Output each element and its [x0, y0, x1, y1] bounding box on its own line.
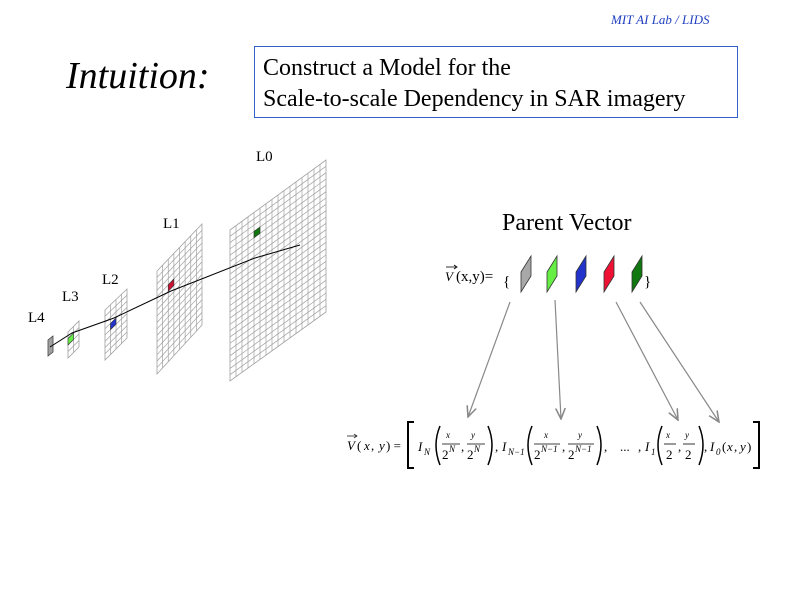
svg-text:,: ,: [734, 439, 737, 454]
level-label-l0: L0: [256, 149, 273, 165]
parent-vector-title: Parent Vector: [502, 210, 632, 236]
svg-text:I: I: [417, 439, 423, 454]
svg-text:0: 0: [716, 447, 721, 457]
svg-text:y: y: [377, 438, 385, 453]
subtitle-box: Construct a Model for the Scale-to-scale…: [254, 46, 738, 118]
svg-text:x: x: [543, 430, 548, 440]
swatch-2: [546, 254, 558, 294]
svg-text:x: x: [445, 430, 450, 440]
highlight-cell-l0: [253, 226, 261, 239]
pyramid-levels: [47, 159, 327, 382]
svg-text:): ): [747, 439, 751, 454]
level-label-l3: L3: [62, 289, 79, 305]
svg-text:2: 2: [568, 447, 575, 462]
svg-text:N−1: N−1: [540, 444, 558, 454]
pyramid-level-l2: [104, 288, 128, 361]
highlight-cell-l1: [167, 278, 175, 293]
svg-text:2: 2: [534, 447, 541, 462]
vector-symbol: V: [445, 269, 455, 284]
pyramid-level-l3: [67, 320, 80, 359]
dependency-line: [49, 244, 301, 348]
svg-text:x: x: [726, 439, 733, 454]
svg-text:(: (: [722, 439, 726, 454]
svg-text:2: 2: [685, 447, 692, 462]
svg-text:(: (: [357, 438, 361, 453]
svg-text:1: 1: [651, 447, 656, 457]
page-title: Intuition:: [66, 55, 210, 97]
level-label-l2: L2: [102, 272, 119, 288]
formula-ellipsis: ...: [620, 439, 630, 454]
level-label-l4: L4: [28, 310, 45, 326]
swatch-1: [520, 254, 532, 294]
svg-text:,: ,: [704, 439, 707, 454]
svg-text:2: 2: [442, 447, 449, 462]
svg-text:x: x: [363, 438, 370, 453]
svg-text:,: ,: [495, 439, 498, 454]
formula-lhs: V: [347, 438, 357, 453]
svg-text:,: ,: [562, 439, 565, 454]
svg-text:N−1: N−1: [507, 447, 525, 457]
swatch-3: [575, 254, 587, 294]
svg-text:N: N: [448, 444, 456, 454]
subtitle-line-1: Construct a Model for the: [263, 55, 511, 81]
svg-text:,: ,: [461, 439, 464, 454]
svg-text:,: ,: [678, 439, 681, 454]
svg-text:y: y: [577, 430, 582, 440]
header-lab-name: MIT AI Lab / LIDS: [611, 12, 710, 27]
svg-text:,: ,: [638, 439, 641, 454]
svg-text:I: I: [709, 439, 715, 454]
highlight-cell-l4: [47, 335, 54, 357]
arrow-1: [468, 301, 511, 417]
svg-text:y: y: [738, 439, 746, 454]
close-brace: }: [644, 274, 651, 290]
vector-lhs-text: (x,y)=: [456, 269, 493, 285]
swatch-4: [603, 254, 615, 294]
svg-text:I: I: [644, 439, 650, 454]
svg-text:N−1: N−1: [574, 444, 592, 454]
level-label-l1: L1: [163, 216, 180, 232]
parent-vector-swatches: [520, 254, 643, 294]
open-brace: {: [503, 274, 510, 290]
svg-text:2: 2: [467, 447, 474, 462]
svg-text:I: I: [501, 439, 507, 454]
highlight-cell-l3: [67, 332, 74, 346]
svg-text:,: ,: [604, 439, 607, 454]
highlight-cell-l2: [110, 317, 117, 331]
svg-text:N: N: [473, 444, 481, 454]
swatch-5: [631, 254, 643, 294]
pyramid-level-l0: [229, 159, 327, 382]
arrow-2: [554, 299, 561, 419]
svg-text:N: N: [423, 447, 431, 457]
svg-text:y: y: [684, 430, 689, 440]
svg-text:x: x: [665, 430, 670, 440]
arrow-4: [639, 301, 719, 422]
parent-vector-lhs: V (x,y)=: [445, 264, 493, 285]
svg-text:) =: ) =: [386, 438, 401, 453]
pyramid-level-l4: [47, 335, 54, 357]
svg-text:2: 2: [666, 447, 673, 462]
arrow-3: [615, 301, 678, 420]
subtitle-line-2: Scale-to-scale Dependency in SAR imagery: [263, 86, 686, 112]
svg-text:,: ,: [371, 438, 374, 453]
svg-text:y: y: [470, 430, 475, 440]
pyramid-level-l1: [156, 223, 203, 376]
